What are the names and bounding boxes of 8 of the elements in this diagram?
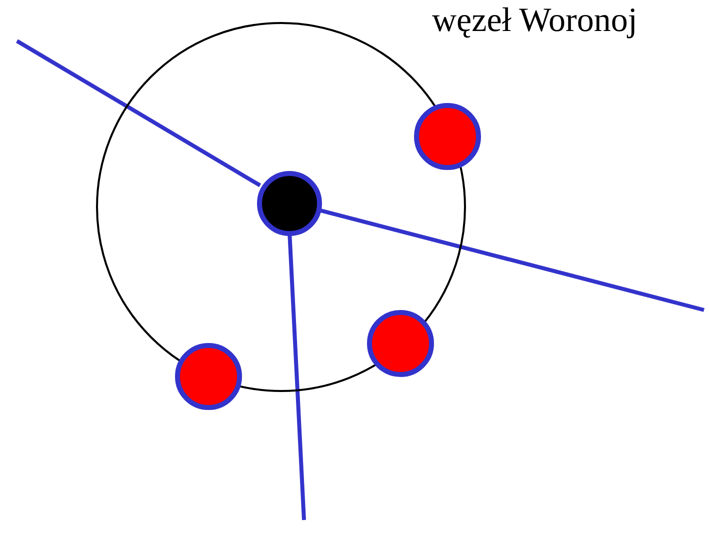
voronoi-edge-line — [318, 208, 704, 312]
voronoi-edge-line — [288, 234, 306, 520]
voronoi-edge-line — [16, 39, 262, 188]
site-dot — [366, 310, 434, 376]
vertex-label: węzeł Woronoj — [432, 2, 638, 40]
site-dot — [414, 102, 480, 170]
vertex-dot — [256, 170, 322, 236]
site-dot — [174, 342, 242, 410]
